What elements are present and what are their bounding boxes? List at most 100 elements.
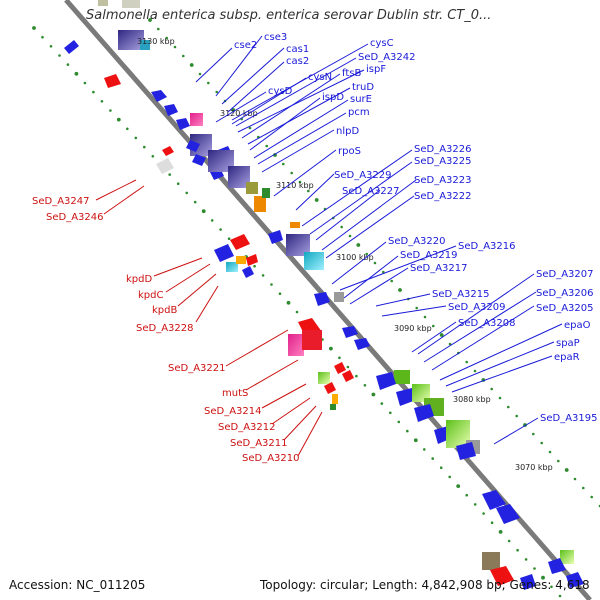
tick-dot [448,475,452,479]
tick-dot [100,100,104,103]
tick-dot [482,512,485,515]
gene-label: SeD_A3225 [414,156,472,167]
tick-dot [49,45,53,48]
tick-dot [227,237,231,240]
gene-label: ispD [322,92,344,103]
gene-label: spaP [556,338,580,349]
gene-label: SeD_A3217 [410,263,468,274]
tick-dot [380,402,384,405]
tick-dot [456,484,461,488]
scale-label-3070: 3070 kbp [515,463,553,472]
tick-dot [382,270,385,274]
tick-dot [248,126,252,130]
tick-dot [406,429,409,433]
gene-label: SeD_A3215 [432,289,490,300]
tick-dot [201,209,206,214]
tick-dot [439,333,444,337]
gene-label: nlpD [336,126,359,137]
tick-dot [182,54,185,58]
tick-dot [473,503,477,506]
gene-label: SeD_A3195 [540,413,598,424]
gene-label: SeD_A3223 [414,175,472,186]
tick-dot [365,252,369,256]
tick-dot [540,441,543,445]
gene-label: kpdB [152,305,177,316]
tick-dot [265,144,269,148]
scale-label-3090: 3090 kbp [394,324,432,333]
tick-dot [490,387,494,391]
tick-dot [207,81,210,85]
minus-gene-labels: SeD_A3247 SeD_A3246 kpdD kpdC kpdB SeD_A… [32,196,300,464]
tick-dot [278,292,282,296]
tick-dot [507,539,511,543]
tick-dot [109,109,112,112]
gene-label: cas1 [286,44,309,55]
tick-dot [432,324,435,328]
gene-label: SeD_A3227 [342,186,400,197]
tick-dot [397,420,401,424]
tick-dot [338,356,341,360]
gene-label: SeD_A3214 [204,406,262,417]
tick-dot [298,180,302,184]
tick-dot [165,36,168,40]
tick-dot [290,171,294,175]
tick-dot [176,182,180,185]
tick-dot [134,136,138,140]
tick-dot [32,26,36,30]
scale-label-3130: 3130 kbp [137,37,175,46]
accession-text: Accession: NC_011205 [9,578,146,592]
tick-dot [431,457,435,460]
gene-label: SeD_A3222 [414,191,472,202]
tick-dot [448,342,452,346]
gene-label: SeD_A3221 [168,363,226,374]
gene-label: ispF [366,64,386,75]
kbp-scale: 3130 kbp 3120 kbp 3110 kbp 3100 kbp 3090… [137,37,553,472]
tick-dot [582,486,585,490]
tick-dot [286,300,291,305]
tick-dot [151,155,155,158]
tick-dot [564,468,569,472]
genome-summary-text: Topology: circular; Length: 4,842,908 bp… [260,578,590,592]
tick-dot [590,495,593,499]
scale-label-3100: 3100 kbp [336,253,374,262]
scale-label-3110: 3110 kbp [276,181,314,190]
tick-dot [532,432,535,436]
tick-dot [498,396,502,400]
tick-dot [219,228,222,231]
plus-gene-labels: cse2 cse3 cas1 cas2 cysC SeD_A3242 ispF … [234,32,598,424]
tick-dot [439,466,443,470]
tick-dot [261,274,265,277]
tick-dot [473,369,477,373]
tick-dot [126,127,129,131]
gene-label: kpdC [138,290,163,301]
tick-dot [465,360,469,364]
gene-label: SeD_A3246 [46,212,104,223]
tick-dot [516,548,519,552]
tick-dot [92,90,95,94]
tick-dot [558,594,562,598]
gene-label: surE [350,94,372,105]
tick-dot [83,81,87,85]
tick-dot [413,438,418,443]
tick-dot [490,521,494,524]
gene-label: cysD [268,86,293,97]
gene-label: cse3 [264,32,287,43]
tick-dot [423,315,427,319]
tick-dot [348,234,352,238]
gene-label: SeD_A3211 [230,438,288,449]
tick-dot [116,117,121,122]
tick-dot [415,306,419,310]
tick-dot [329,346,333,351]
gene-label: ftsB [342,68,361,79]
gene-label: SeD_A3212 [218,422,276,433]
gene-label: pcm [348,107,370,118]
plus-strand-features [118,0,584,588]
gene-label: SeD_A3216 [458,241,516,252]
scale-label-3120: 3120 kbp [220,109,258,118]
tick-dot [314,198,319,202]
gene-label: cysN [308,72,332,83]
tick-dot [340,225,344,229]
tick-dot [355,374,358,378]
gene-label: SeD_A3228 [136,323,194,334]
